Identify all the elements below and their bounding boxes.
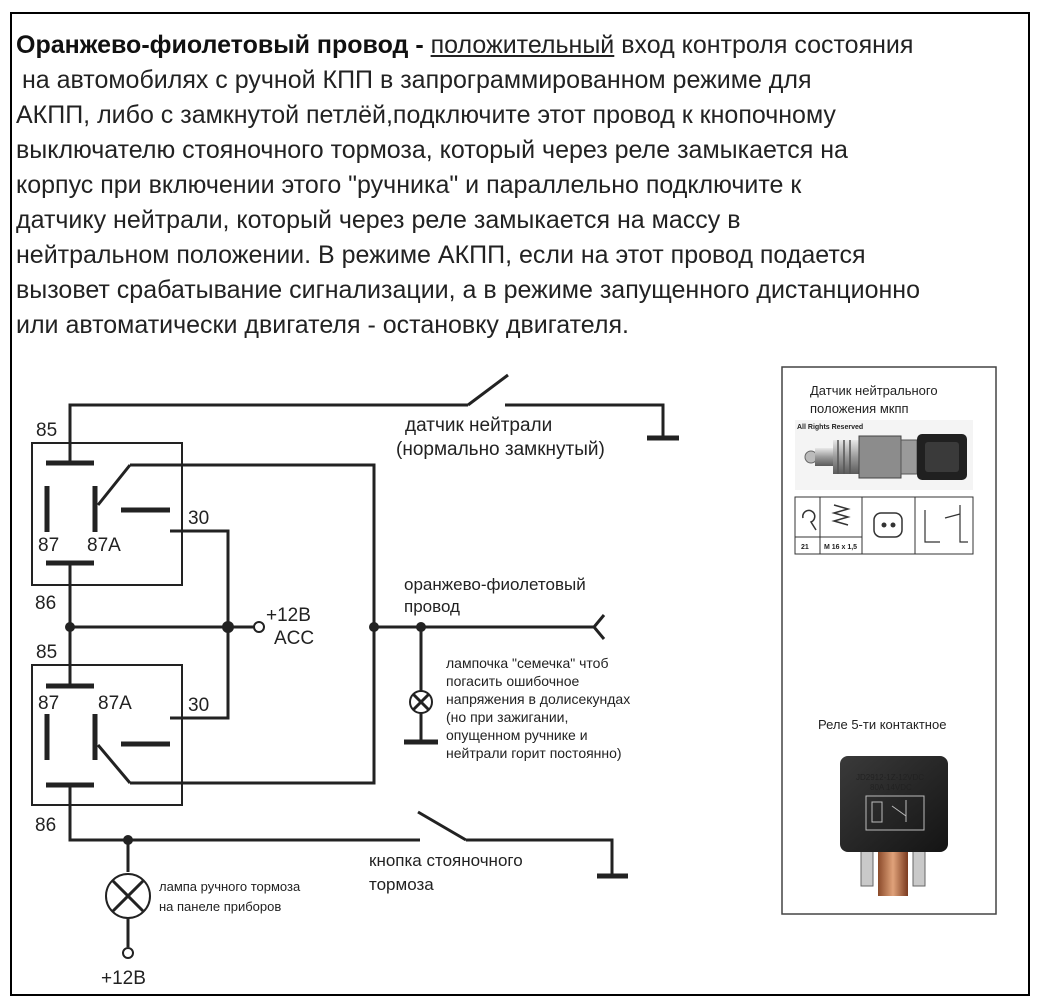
label-orange-wire-2: провод <box>404 597 460 616</box>
bulb-note-line: опущенном ручнике и <box>446 727 588 743</box>
connector-icon <box>873 512 903 538</box>
sensor-shaft <box>815 448 833 466</box>
bulb-note-line: (но при зажигании, <box>446 709 568 725</box>
label-neutral-sensor: датчик нейтрали <box>405 415 552 436</box>
relay-bottom-pin-87a: 87A <box>98 693 132 714</box>
outer-frame <box>10 12 1030 996</box>
label-parking-button-2: тормоза <box>369 875 434 894</box>
terminal-12v-bottom <box>122 947 134 959</box>
wire-30-bottom <box>170 627 230 720</box>
relay-top-housing <box>31 442 183 586</box>
intro-line: или автоматически двигателя - остановку … <box>16 311 629 339</box>
spec-cell-a: 21 <box>801 544 809 551</box>
intro-line: на автомобилях с ручной КПП в запрограмм… <box>22 66 812 94</box>
wire-86-to-parking-button <box>68 785 420 842</box>
relay-top-pin-85: 85 <box>36 420 57 441</box>
parking-button-switch <box>417 810 467 842</box>
connector-pin-icon <box>881 522 887 528</box>
wire-87a-bottom-to-bus <box>130 627 376 785</box>
label-12v-acc: +12В <box>266 605 311 626</box>
relay-photo: JD2912-1Z-12VDC 80A 14VDC <box>840 756 948 896</box>
relay-body-schematic <box>865 795 925 831</box>
spec-cell-b: М 16 х 1,5 <box>824 544 857 551</box>
sensor-collar <box>900 439 918 475</box>
intro-underlined: положительный <box>430 31 615 59</box>
relay-body <box>840 756 948 852</box>
intro-line: нейтральном положении. В режиме АКПП, ес… <box>16 241 866 269</box>
wire-30-top <box>170 529 230 627</box>
label-12v-bottom: +12В <box>101 968 146 989</box>
intro-lead: Оранжево-фиолетовый провод - <box>16 31 424 59</box>
relay-bottom-pin-87: 87 <box>38 693 59 714</box>
thread-icon <box>831 504 851 526</box>
intro-text: Оранжево-фиолетовый провод - положительн… <box>16 28 976 343</box>
intro-line-1: Оранжево-фиолетовый провод - положительн… <box>16 28 976 63</box>
relay-caption: Реле 5-ти контактное <box>818 717 946 732</box>
bulb-note-line: напряжения в долисекундах <box>446 691 630 707</box>
intro-line: АКПП, либо с замкнутой петлёй,подключите… <box>16 101 836 129</box>
connector-pin-icon <box>890 522 896 528</box>
relay-bottom-housing <box>31 664 183 806</box>
bulb-note: лампочка "семечка" чтоб погасить ошибочн… <box>446 655 630 761</box>
switch-schematic-icon <box>924 505 968 543</box>
bulb-note-line: лампочка "семечка" чтоб <box>446 655 608 671</box>
label-brake-lamp-2: на панеле приборов <box>159 899 281 914</box>
relay-pin-copper <box>878 846 908 896</box>
relay-top-pin-30: 30 <box>188 508 209 529</box>
intro-line: вызовет срабатывание сигнализации, а в р… <box>16 276 921 304</box>
neutral-sensor-photo: All Rights Reserved <box>795 420 973 490</box>
relay-top-pin-87a: 87A <box>87 535 121 556</box>
relay-bottom-pin-30: 30 <box>188 695 209 716</box>
sensor-spec-table: 21 М 16 х 1,5 <box>794 496 974 555</box>
wire-neutral-to-ground <box>505 403 665 437</box>
junction-bus <box>369 622 379 632</box>
relay-top-pin-87: 87 <box>38 535 59 556</box>
relay-bottom-armature <box>96 744 132 784</box>
label-brake-lamp: лампа ручного тормоза <box>159 879 301 894</box>
relay-body-label-2: 80A 14VDC <box>870 783 912 792</box>
label-acc: ACC <box>274 628 314 649</box>
bulb-note-line: погасить ошибочное <box>446 673 580 689</box>
relay-top-armature <box>96 464 132 506</box>
intro-line: выключателю стояночного тормоза, который… <box>16 136 848 164</box>
label-orange-wire: оранжево-фиолетовый <box>404 575 586 594</box>
neutral-sensor-switch <box>467 373 509 407</box>
label-neutral-sensor-type: (нормально замкнутый) <box>396 439 605 460</box>
sensor-watermark: All Rights Reserved <box>797 424 863 431</box>
relay-body-coil-icon <box>871 801 883 823</box>
sensor-connector-socket <box>925 442 959 472</box>
brake-lamp-x2 <box>111 879 145 913</box>
junction-left <box>65 622 75 632</box>
intro-line: датчику нейтрали, который через реле зам… <box>16 206 741 234</box>
sensor-caption-2: положения мкпп <box>810 401 909 416</box>
wire-orange-violet-end <box>592 614 606 640</box>
terminal-12v-acc <box>253 621 265 633</box>
wire-parking-to-ground <box>466 838 614 875</box>
relay-body-label: JD2912-1Z-12VDC <box>856 773 924 782</box>
intro-line: корпус при включении этого "ручника" и п… <box>16 171 802 199</box>
relay-body-switch-icon <box>891 800 907 822</box>
wrench-icon <box>802 509 817 531</box>
label-parking-button: кнопка стояночного <box>369 851 523 870</box>
relay-bottom: 85 87 87A 30 86 <box>31 642 209 836</box>
sensor-thread <box>833 440 859 474</box>
relay-top-pin-86: 86 <box>35 593 56 614</box>
wire-to-neutral-sensor <box>68 403 468 463</box>
sensor-hex-nut <box>858 435 902 479</box>
photo-panel: Датчик нейтрального положения мкпп All R… <box>781 366 997 915</box>
small-bulb-x2 <box>411 692 431 712</box>
sensor-caption: Датчик нейтрального <box>810 383 938 398</box>
relay-bottom-pin-86: 86 <box>35 815 56 836</box>
relay-top: 85 87 87A 30 86 <box>31 420 209 614</box>
intro-line-1-rest: вход контроля состояния <box>621 31 914 59</box>
wires <box>65 373 679 959</box>
relay-bottom-pin-85: 85 <box>36 642 57 663</box>
wire-87a-top-to-bus <box>130 463 376 627</box>
bulb-note-line: нейтрали горит постоянно) <box>446 745 622 761</box>
